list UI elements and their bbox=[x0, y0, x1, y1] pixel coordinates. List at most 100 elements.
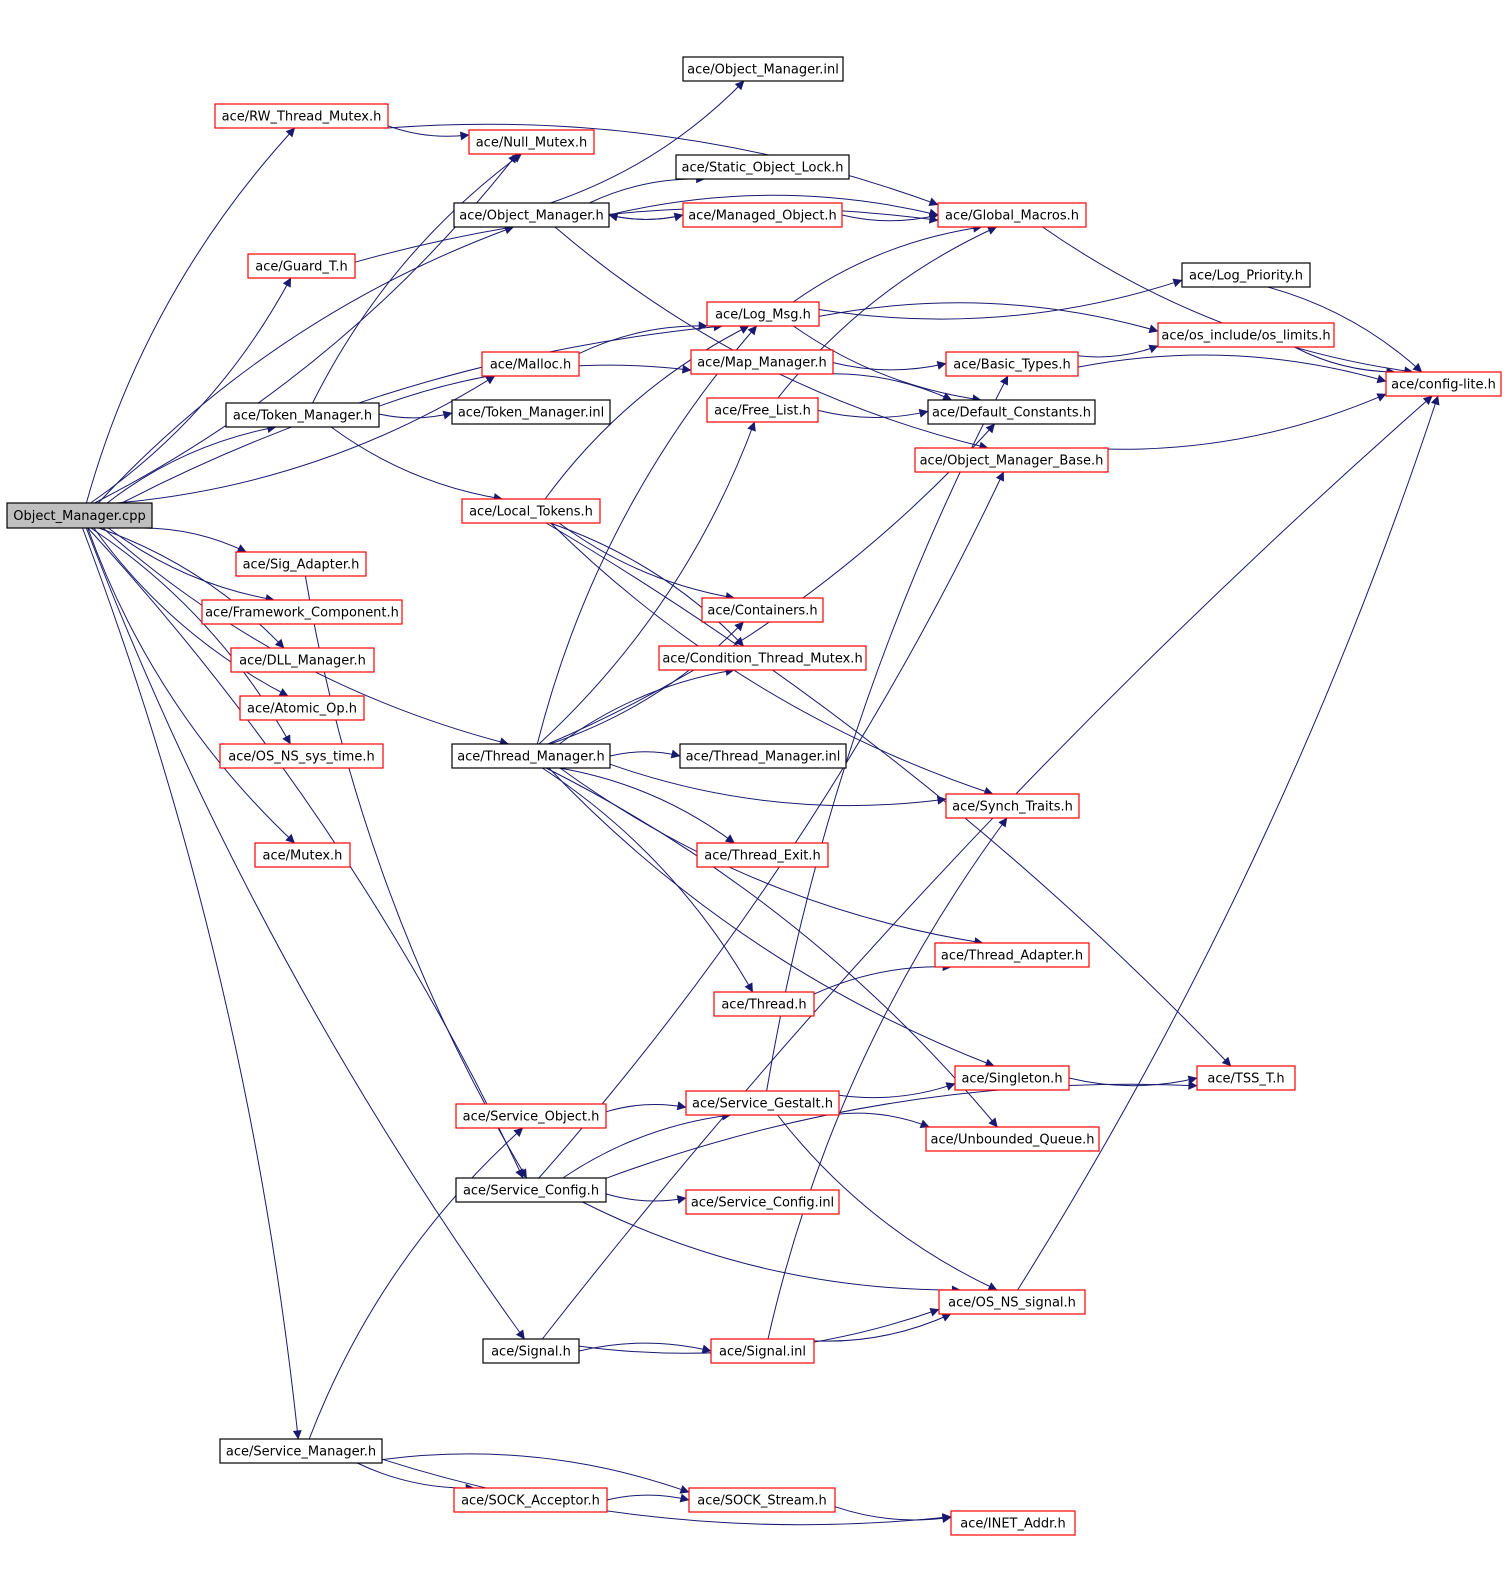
node-framework-component[interactable]: ace/Framework_Component.h bbox=[201, 599, 403, 625]
node-box[interactable] bbox=[219, 1438, 383, 1464]
node-box[interactable] bbox=[201, 599, 403, 625]
node-object-manager-h[interactable]: ace/Object_Manager.h bbox=[453, 202, 610, 228]
node-os-ns-signal[interactable]: ace/OS_NS_signal.h bbox=[938, 1289, 1086, 1315]
node-box[interactable] bbox=[701, 597, 824, 623]
node-log-priority[interactable]: ace/Log_Priority.h bbox=[1181, 262, 1311, 288]
node-sig-adapter[interactable]: ace/Sig_Adapter.h bbox=[235, 551, 367, 577]
node-sock-acceptor[interactable]: ace/SOCK_Acceptor.h bbox=[453, 1487, 608, 1513]
node-box[interactable] bbox=[937, 202, 1087, 228]
node-service-config-h[interactable]: ace/Service_Config.h bbox=[455, 1177, 607, 1203]
node-dll-manager[interactable]: ace/DLL_Manager.h bbox=[230, 647, 375, 673]
node-box[interactable] bbox=[230, 647, 375, 673]
node-box[interactable] bbox=[927, 399, 1096, 425]
node-box[interactable] bbox=[682, 56, 844, 82]
node-box[interactable] bbox=[706, 397, 819, 423]
node-static-object-lock[interactable]: ace/Static_Object_Lock.h bbox=[675, 154, 850, 180]
node-box[interactable] bbox=[1385, 371, 1502, 397]
node-rw-thread-mutex[interactable]: ace/RW_Thread_Mutex.h bbox=[214, 103, 389, 129]
node-box[interactable] bbox=[461, 498, 601, 524]
node-box[interactable] bbox=[451, 399, 611, 425]
node-mutex[interactable]: ace/Mutex.h bbox=[254, 842, 351, 868]
node-synch-traits[interactable]: ace/Synch_Traits.h bbox=[945, 793, 1080, 819]
node-service-gestalt[interactable]: ace/Service_Gestalt.h bbox=[685, 1090, 840, 1116]
node-box[interactable] bbox=[679, 743, 847, 769]
node-service-object[interactable]: ace/Service_Object.h bbox=[455, 1103, 607, 1129]
node-box[interactable] bbox=[1157, 322, 1335, 348]
node-atomic-op[interactable]: ace/Atomic_Op.h bbox=[239, 695, 365, 721]
node-box[interactable] bbox=[468, 129, 595, 155]
node-box[interactable] bbox=[453, 1487, 608, 1513]
node-box[interactable] bbox=[945, 351, 1079, 377]
node-root[interactable]: Object_Manager.cpp bbox=[6, 502, 153, 529]
node-inet-addr[interactable]: ace/INET_Addr.h bbox=[950, 1510, 1076, 1536]
node-service-config-inl[interactable]: ace/Service_Config.inl bbox=[685, 1189, 840, 1215]
node-box[interactable] bbox=[938, 1289, 1086, 1315]
node-box[interactable] bbox=[675, 154, 850, 180]
node-managed-object[interactable]: ace/Managed_Object.h bbox=[682, 202, 843, 228]
node-os-limits[interactable]: ace/os_include/os_limits.h bbox=[1157, 322, 1335, 348]
node-free-list[interactable]: ace/Free_List.h bbox=[706, 397, 819, 423]
node-thread-manager-h[interactable]: ace/Thread_Manager.h bbox=[451, 743, 611, 769]
node-log-msg[interactable]: ace/Log_Msg.h bbox=[706, 301, 820, 327]
node-box[interactable] bbox=[682, 202, 843, 228]
node-box[interactable] bbox=[214, 103, 389, 129]
node-box[interactable] bbox=[1196, 1065, 1296, 1091]
node-box[interactable] bbox=[954, 1065, 1070, 1091]
node-null-mutex[interactable]: ace/Null_Mutex.h bbox=[468, 129, 595, 155]
node-box[interactable] bbox=[235, 551, 367, 577]
node-service-manager[interactable]: ace/Service_Manager.h bbox=[219, 1438, 383, 1464]
node-containers[interactable]: ace/Containers.h bbox=[701, 597, 824, 623]
node-box[interactable] bbox=[710, 1338, 815, 1364]
node-box[interactable] bbox=[688, 1487, 836, 1513]
node-os-ns-sys-time[interactable]: ace/OS_NS_sys_time.h bbox=[219, 743, 384, 769]
node-object-manager-base[interactable]: ace/Object_Manager_Base.h bbox=[914, 447, 1109, 473]
node-tss-t[interactable]: ace/TSS_T.h bbox=[1196, 1065, 1296, 1091]
node-box[interactable] bbox=[685, 1189, 840, 1215]
node-box[interactable] bbox=[713, 991, 815, 1017]
node-box[interactable] bbox=[934, 942, 1090, 968]
node-token-manager-inl[interactable]: ace/Token_Manager.inl bbox=[451, 399, 611, 425]
node-box[interactable] bbox=[925, 1126, 1100, 1152]
node-box[interactable] bbox=[482, 1338, 580, 1364]
node-box[interactable] bbox=[6, 502, 153, 529]
node-box[interactable] bbox=[455, 1177, 607, 1203]
node-sock-stream[interactable]: ace/SOCK_Stream.h bbox=[688, 1487, 836, 1513]
node-guard-t[interactable]: ace/Guard_T.h bbox=[247, 253, 356, 279]
node-signal-inl[interactable]: ace/Signal.inl bbox=[710, 1338, 815, 1364]
node-global-macros[interactable]: ace/Global_Macros.h bbox=[937, 202, 1087, 228]
node-box[interactable] bbox=[455, 1103, 607, 1129]
node-box[interactable] bbox=[706, 301, 820, 327]
node-local-tokens[interactable]: ace/Local_Tokens.h bbox=[461, 498, 601, 524]
node-thread[interactable]: ace/Thread.h bbox=[713, 991, 815, 1017]
node-condition-thread-mutex[interactable]: ace/Condition_Thread_Mutex.h bbox=[658, 645, 867, 671]
node-malloc[interactable]: ace/Malloc.h bbox=[481, 351, 580, 377]
node-box[interactable] bbox=[696, 842, 829, 868]
node-box[interactable] bbox=[453, 202, 610, 228]
node-box[interactable] bbox=[254, 842, 351, 868]
node-thread-exit[interactable]: ace/Thread_Exit.h bbox=[696, 842, 829, 868]
node-map-manager[interactable]: ace/Map_Manager.h bbox=[690, 349, 834, 375]
node-box[interactable] bbox=[690, 349, 834, 375]
node-singleton[interactable]: ace/Singleton.h bbox=[954, 1065, 1070, 1091]
node-box[interactable] bbox=[247, 253, 356, 279]
node-basic-types[interactable]: ace/Basic_Types.h bbox=[945, 351, 1079, 377]
node-box[interactable] bbox=[950, 1510, 1076, 1536]
node-box[interactable] bbox=[945, 793, 1080, 819]
node-signal-h[interactable]: ace/Signal.h bbox=[482, 1338, 580, 1364]
node-box[interactable] bbox=[451, 743, 611, 769]
node-object-manager-inl[interactable]: ace/Object_Manager.inl bbox=[682, 56, 844, 82]
node-box[interactable] bbox=[219, 743, 384, 769]
node-default-constants[interactable]: ace/Default_Constants.h bbox=[927, 399, 1096, 425]
node-box[interactable] bbox=[1181, 262, 1311, 288]
node-box[interactable] bbox=[481, 351, 580, 377]
node-unbounded-queue[interactable]: ace/Unbounded_Queue.h bbox=[925, 1126, 1100, 1152]
node-box[interactable] bbox=[225, 402, 380, 428]
node-thread-manager-inl[interactable]: ace/Thread_Manager.inl bbox=[679, 743, 847, 769]
node-box[interactable] bbox=[239, 695, 365, 721]
node-config-lite[interactable]: ace/config-lite.h bbox=[1385, 371, 1502, 397]
node-token-manager-h[interactable]: ace/Token_Manager.h bbox=[225, 402, 380, 428]
node-box[interactable] bbox=[658, 645, 867, 671]
node-thread-adapter[interactable]: ace/Thread_Adapter.h bbox=[934, 942, 1090, 968]
node-box[interactable] bbox=[685, 1090, 840, 1116]
node-box[interactable] bbox=[914, 447, 1109, 473]
